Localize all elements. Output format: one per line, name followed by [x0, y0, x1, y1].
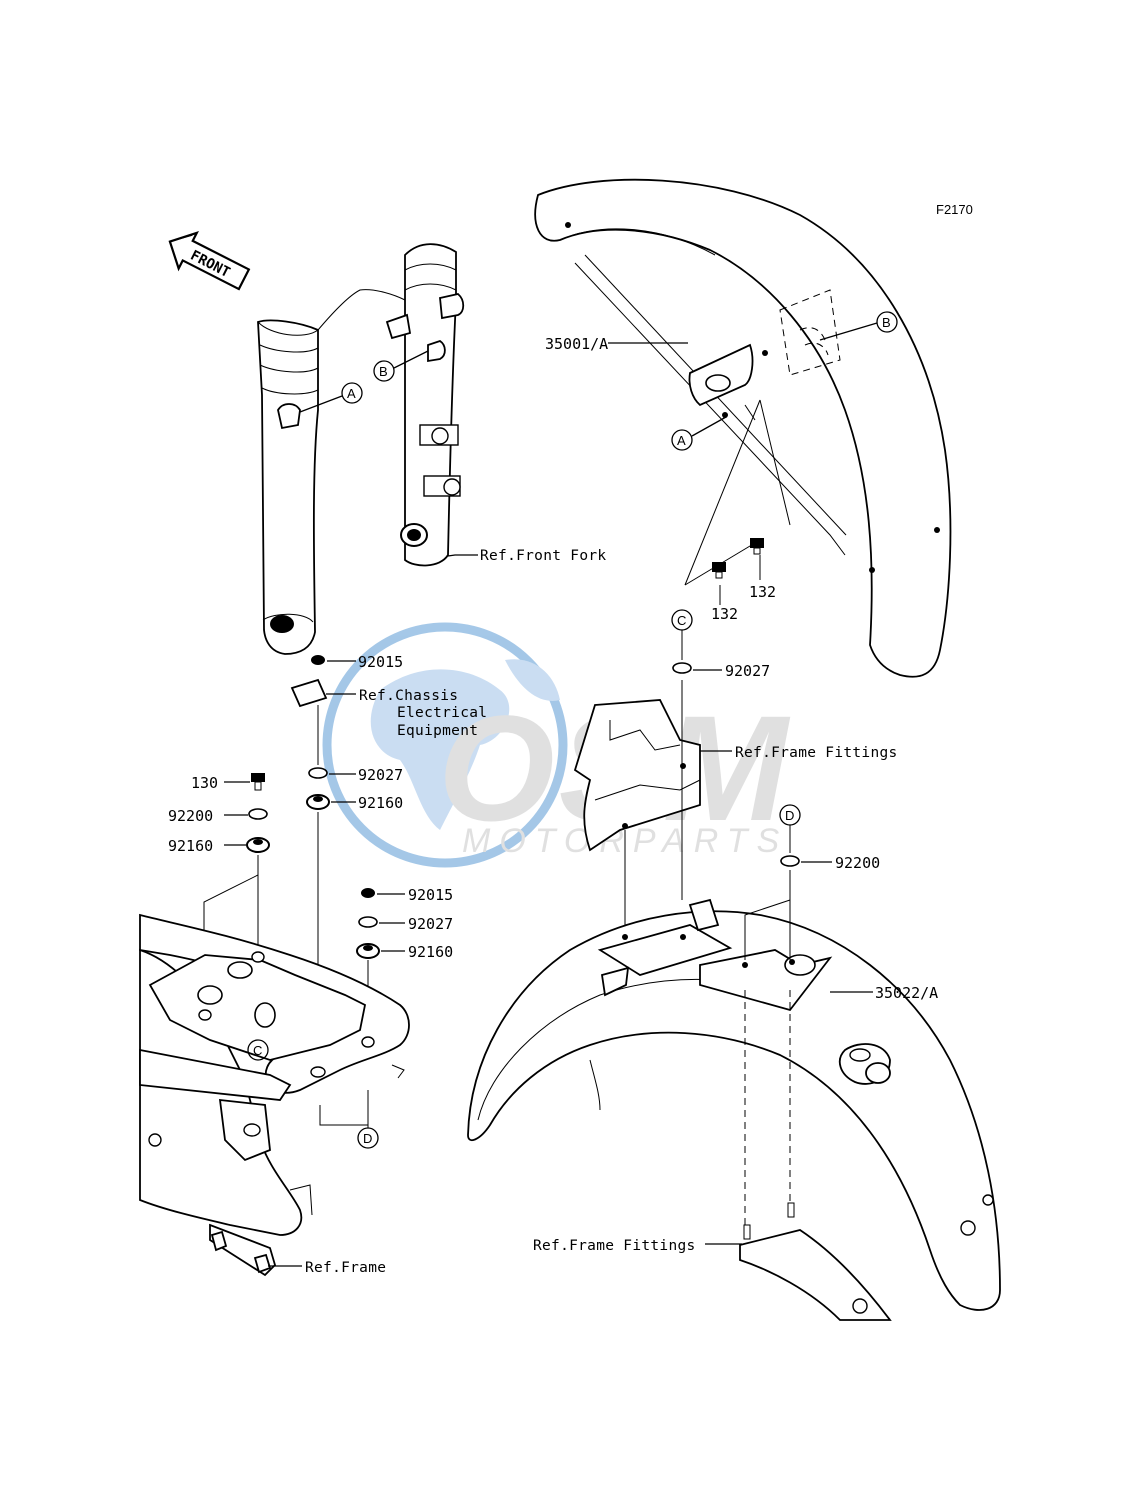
washer-92200-right	[780, 855, 800, 867]
svg-text:B: B	[379, 364, 388, 379]
ref-chassis-3: Equipment	[397, 723, 478, 739]
svg-text:B: B	[882, 315, 891, 330]
svg-text:D: D	[363, 1131, 372, 1146]
callout-A-fork	[341, 382, 363, 404]
clamp-chassis	[290, 678, 328, 708]
svg-text:A: A	[677, 433, 686, 448]
watermark-globe	[322, 622, 568, 868]
ref-chassis-2: Electrical	[397, 705, 487, 721]
nut-92015-mid	[361, 888, 375, 898]
label-92200-right: 92200	[835, 854, 880, 872]
front-fork-assembly	[257, 243, 465, 655]
front-fender	[534, 178, 952, 678]
washer-92027-right	[672, 662, 692, 674]
label-92160-mid: 92160	[408, 943, 453, 961]
washer-92200-left	[248, 808, 268, 820]
label-132-b: 132	[749, 583, 776, 601]
washer-92027-top	[308, 767, 328, 779]
bolt-132-a	[712, 562, 726, 579]
washer-92027-mid	[358, 916, 378, 928]
callout-A-fender	[671, 429, 693, 451]
label-130: 130	[191, 774, 218, 792]
frame	[139, 913, 410, 1277]
label-92160-left: 92160	[168, 837, 213, 855]
ref-frame-fittings-top: Ref.Frame Fittings	[735, 745, 898, 761]
label-132-a: 132	[711, 605, 738, 623]
watermark-continents	[370, 669, 510, 830]
label-92015-mid: 92015	[408, 886, 453, 904]
svg-text:C: C	[253, 1043, 262, 1058]
label-35022A: 35022/A	[875, 984, 938, 1002]
label-92160-top: 92160	[358, 794, 403, 812]
ref-frame-fittings-bottom: Ref.Frame Fittings	[533, 1238, 696, 1254]
callout-C-frame	[247, 1039, 269, 1061]
label-92200-left: 92200	[168, 807, 213, 825]
bolt-130	[251, 773, 265, 791]
label-92027-mid: 92027	[408, 915, 453, 933]
nut-92015-top	[311, 655, 325, 665]
svg-text:D: D	[785, 808, 794, 823]
callout-D-frame	[357, 1127, 379, 1149]
ref-front-fork: Ref.Front Fork	[480, 548, 606, 564]
callout-B-fork	[373, 360, 395, 382]
fender-bracket	[573, 699, 701, 852]
svg-text:C: C	[677, 613, 686, 628]
label-92027-top: 92027	[358, 766, 403, 784]
front-arrow-icon: FRONT	[168, 230, 251, 291]
svg-text:A: A	[347, 386, 356, 401]
rear-fender	[467, 898, 1001, 1321]
ref-chassis-1: Ref.Chassis	[359, 688, 458, 704]
label-92027-right: 92027	[725, 662, 770, 680]
figure-code: F2170	[936, 202, 973, 217]
bolt-132-b	[750, 538, 764, 555]
label-35001A: 35001/A	[545, 335, 608, 353]
label-92015-top: 92015	[358, 653, 403, 671]
callout-B-fender	[876, 311, 898, 333]
ref-frame: Ref.Frame	[305, 1260, 386, 1276]
